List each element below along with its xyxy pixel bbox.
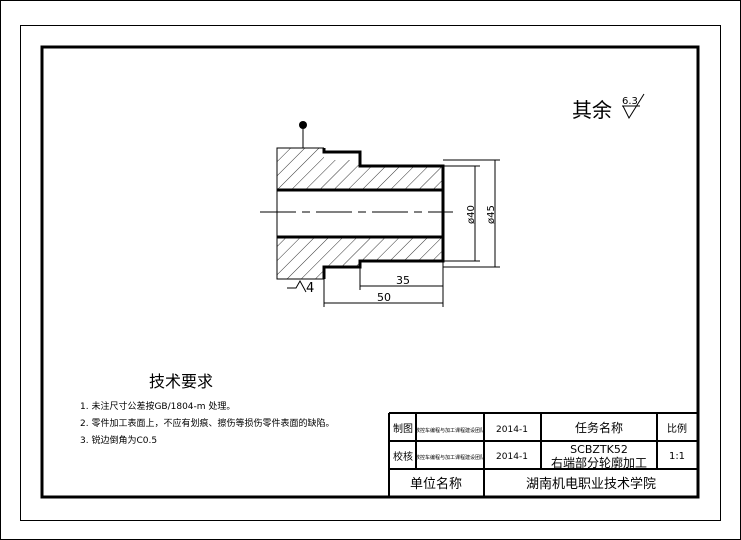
drawing-frame (40, 45, 700, 499)
svg-text:1:1: 1:1 (669, 451, 685, 462)
requirement-item: 1. 未注尺寸公差按GB/1804-m 处理。 (80, 400, 235, 412)
svg-text:2014-1: 2014-1 (496, 425, 528, 435)
datum-dot-icon (299, 121, 307, 129)
dim-50: 50 (377, 291, 391, 304)
svg-text:任务名称: 任务名称 (575, 420, 623, 435)
roughness-check-icon (622, 93, 645, 120)
roughness-symbol-icon (287, 279, 307, 293)
svg-text:单位名称: 单位名称 (410, 476, 462, 492)
svg-text:校核: 校核 (393, 450, 413, 463)
svg-text:2014-1: 2014-1 (496, 452, 528, 462)
svg-text:制图: 制图 (393, 422, 413, 435)
svg-text:湖南机电职业技术学院: 湖南机电职业技术学院 (526, 476, 656, 492)
dim-d40: ø40 (466, 205, 477, 224)
svg-text:比例: 比例 (667, 422, 687, 435)
svg-text:右端部分轮廓加工: 右端部分轮廓加工 (551, 455, 647, 470)
requirements-title: 技术要求 (149, 372, 213, 391)
roughness-note: 4 (306, 281, 314, 296)
dim-d45: ø45 (486, 205, 497, 224)
requirement-item: 2. 零件加工表面上，不应有划痕、擦伤等损伤零件表面的缺陷。 (80, 417, 334, 429)
roughness-value: 6.3 (622, 96, 638, 107)
sheet-border (20, 25, 721, 521)
requirement-item: 3. 锐边倒角为C0.5 (80, 434, 157, 446)
title-block: 制图 数控车编程与加工课程建设团队 2014-1 任务名称 比例 校核 数控车编… (388, 412, 698, 497)
roughness-label: 其余 (572, 98, 612, 122)
svg-text:数控车编程与加工课程建设团队: 数控车编程与加工课程建设团队 (415, 454, 485, 461)
svg-text:SCBZTK52: SCBZTK52 (570, 443, 628, 456)
dimension-lines (323, 159, 500, 307)
part-section (260, 147, 453, 280)
dim-35: 35 (396, 274, 410, 287)
svg-text:数控车编程与加工课程建设团队: 数控车编程与加工课程建设团队 (415, 427, 485, 434)
